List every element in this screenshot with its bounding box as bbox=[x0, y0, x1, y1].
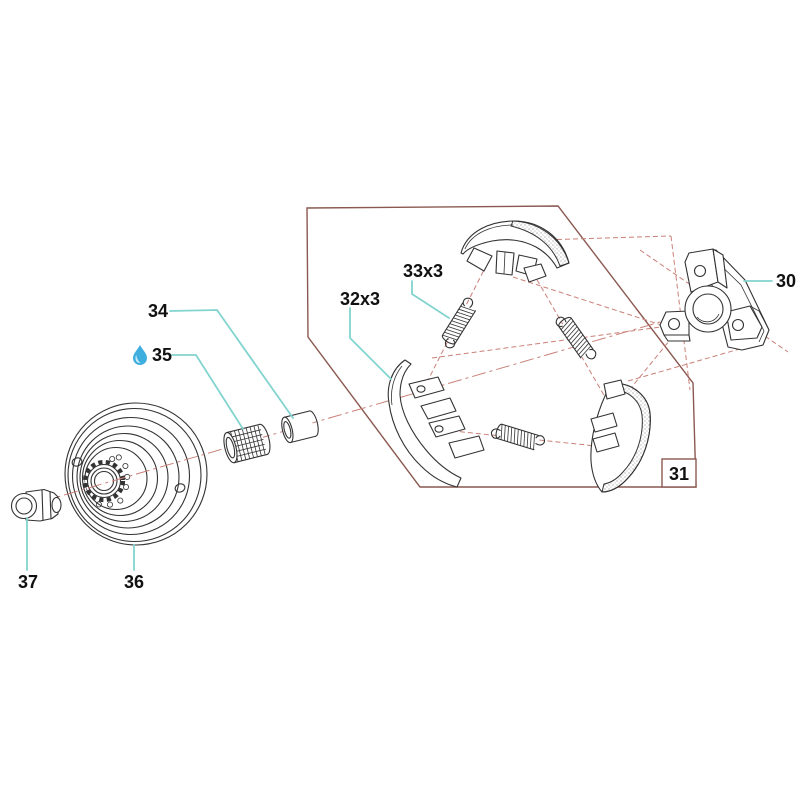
construction-line bbox=[423, 263, 488, 389]
lubrication-drop-icon bbox=[133, 345, 147, 365]
shoe-lug bbox=[408, 376, 445, 399]
shoe-lug bbox=[603, 379, 626, 400]
label-part-33: 33x3 bbox=[403, 261, 443, 281]
leader-line-33 bbox=[411, 280, 450, 319]
spring-part-33 bbox=[553, 311, 599, 365]
needle-bearing-part-35 bbox=[223, 423, 271, 464]
label-part-30: 30 bbox=[776, 271, 796, 291]
construction-line bbox=[512, 276, 684, 333]
construction-line bbox=[540, 235, 672, 241]
leader-line-32 bbox=[349, 307, 392, 380]
centerline-axis bbox=[15, 294, 754, 510]
label-part-34: 34 bbox=[148, 301, 168, 321]
clutch-shoe-right-part-32 bbox=[590, 379, 651, 493]
clutch-drum-part-36 bbox=[64, 402, 208, 546]
shoe-lug bbox=[428, 415, 466, 438]
water-drop-icon bbox=[133, 345, 147, 365]
leader-line-35 bbox=[171, 354, 244, 430]
leader-lines bbox=[26, 280, 773, 571]
leader-line-34 bbox=[169, 309, 294, 419]
clutch-hub-part-30 bbox=[659, 248, 770, 351]
hub-arm bbox=[725, 305, 763, 341]
part-labels: 30 31 32x3 33x3 34 35 36 37 bbox=[18, 261, 796, 592]
sleeve-part-34 bbox=[281, 410, 319, 444]
construction-line bbox=[431, 323, 684, 359]
shoe-lug bbox=[466, 247, 493, 272]
clutch-shoe-left-part-32 bbox=[387, 359, 485, 488]
label-part-32: 32x3 bbox=[340, 289, 380, 309]
construction-line bbox=[670, 235, 691, 391]
label-part-35: 35 bbox=[152, 345, 172, 365]
hub-arm bbox=[663, 334, 691, 342]
kit-box-31-tag bbox=[661, 458, 697, 488]
label-part-31: 31 bbox=[669, 464, 689, 484]
nut-part-37 bbox=[10, 488, 62, 522]
shoe-lug bbox=[420, 397, 457, 420]
drum-sprocket bbox=[82, 459, 126, 503]
shoe-lug bbox=[448, 435, 485, 459]
spring-part-33 bbox=[437, 295, 481, 351]
shoe-lug bbox=[592, 432, 620, 453]
construction-line bbox=[627, 343, 758, 382]
hub-arm bbox=[712, 248, 728, 289]
label-part-37: 37 bbox=[18, 572, 38, 592]
spring-part-33 bbox=[489, 421, 547, 453]
clutch-shoe-top-part-32 bbox=[460, 220, 570, 283]
label-part-36: 36 bbox=[124, 572, 144, 592]
shoe-lug bbox=[495, 250, 515, 276]
shoe-lug bbox=[590, 412, 618, 433]
shoe-lug bbox=[523, 263, 547, 283]
part-31-box bbox=[661, 458, 697, 488]
